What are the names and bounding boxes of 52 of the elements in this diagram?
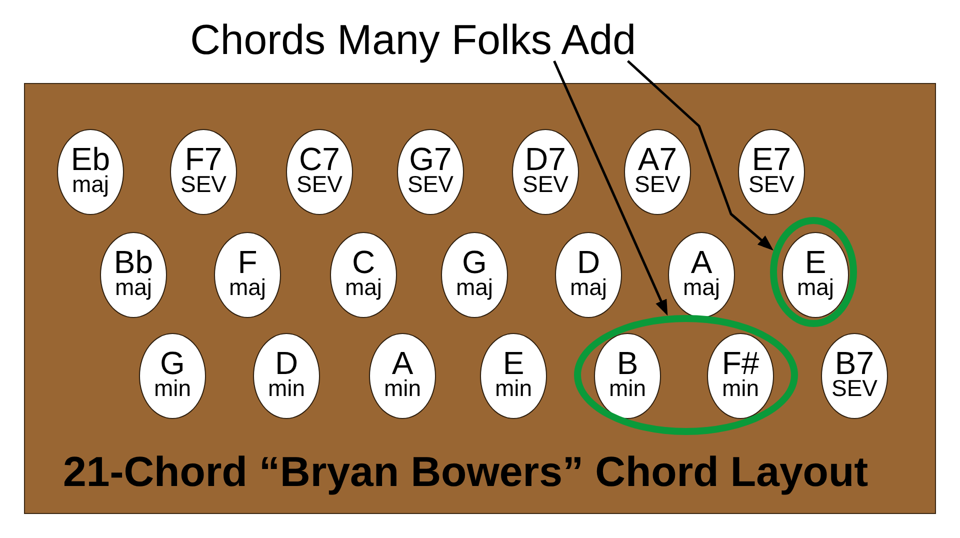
chord-type: min bbox=[154, 377, 192, 399]
chord-name: G bbox=[160, 349, 185, 377]
chord-name: C7 bbox=[299, 145, 340, 173]
chord-name: Eb bbox=[70, 145, 110, 173]
chord-name: F bbox=[238, 248, 258, 276]
chord-type: min bbox=[722, 377, 760, 399]
highlight-ring bbox=[574, 315, 798, 435]
chord-name: E bbox=[502, 349, 524, 377]
chord-name: A bbox=[690, 248, 712, 276]
chord-type: SEV bbox=[296, 173, 343, 195]
chord-name: E bbox=[804, 248, 826, 276]
chord-button bbox=[782, 232, 849, 318]
chord-type: maj bbox=[344, 276, 382, 298]
chord-type: SEV bbox=[634, 173, 681, 195]
chord-type: maj bbox=[570, 276, 608, 298]
chord-type: maj bbox=[796, 276, 834, 298]
chord-type: maj bbox=[114, 276, 152, 298]
chord-name: G7 bbox=[409, 145, 452, 173]
chord-type: SEV bbox=[522, 173, 569, 195]
chord-type: maj bbox=[682, 276, 720, 298]
chord-type: min bbox=[268, 377, 306, 399]
chord-name: D7 bbox=[525, 145, 566, 173]
chord-name: B bbox=[616, 349, 638, 377]
chord-type: SEV bbox=[831, 377, 878, 399]
chord-button bbox=[707, 333, 774, 419]
chord-type: SEV bbox=[407, 173, 454, 195]
chord-name: F7 bbox=[184, 145, 222, 173]
arrow bbox=[626, 60, 774, 251]
chord-name: A bbox=[392, 349, 414, 377]
chord-name: D bbox=[576, 248, 600, 276]
chord-type: maj bbox=[456, 276, 494, 298]
chord-type: maj bbox=[228, 276, 266, 298]
layout-caption: 21-Chord “Bryan Bowers” Chord Layout bbox=[63, 451, 868, 493]
chord-name: A7 bbox=[638, 145, 678, 173]
chord-name: F# bbox=[722, 349, 760, 377]
callout-heading: Chords Many Folks Add bbox=[183, 19, 643, 61]
chord-name: G bbox=[462, 248, 487, 276]
chord-type: SEV bbox=[180, 173, 227, 195]
chord-type: min bbox=[608, 377, 646, 399]
chord-panel bbox=[24, 83, 936, 514]
chord-name: D bbox=[274, 349, 298, 377]
chord-type: min bbox=[384, 377, 422, 399]
chord-name: C bbox=[352, 248, 376, 276]
chord-button bbox=[594, 333, 661, 419]
chord-name: E7 bbox=[752, 145, 792, 173]
chord-type: maj bbox=[72, 173, 110, 195]
chord-name: B7 bbox=[834, 349, 874, 377]
chord-type: min bbox=[494, 377, 532, 399]
chord-name: Bb bbox=[114, 248, 154, 276]
chord-type: SEV bbox=[748, 173, 795, 195]
arrow bbox=[553, 60, 668, 316]
highlight-ring bbox=[770, 217, 857, 327]
